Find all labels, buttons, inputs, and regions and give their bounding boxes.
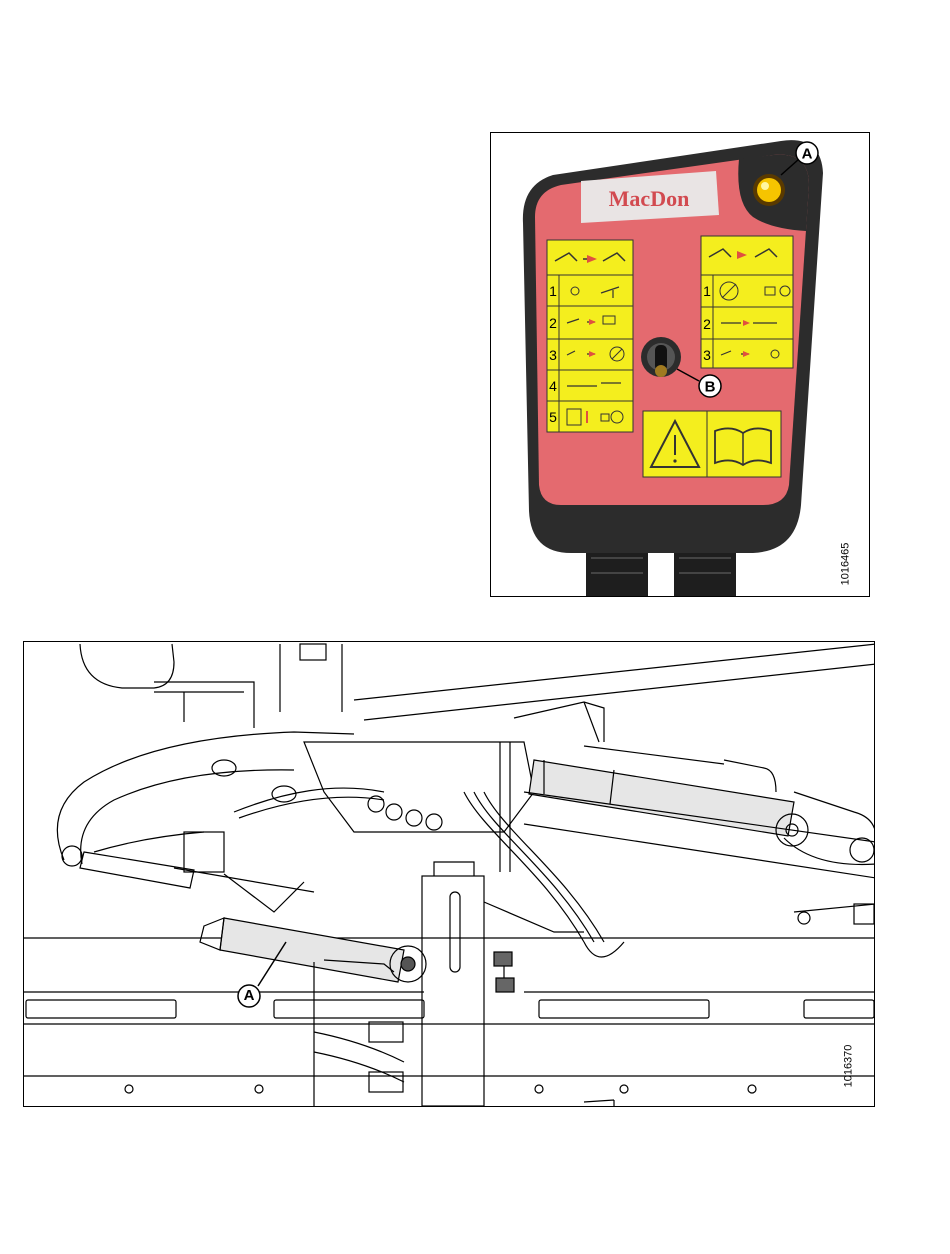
left-row-number: 1 xyxy=(549,283,557,299)
right-row-number: 2 xyxy=(703,316,711,332)
indicator-lamp xyxy=(757,178,781,202)
control-box-illustration: A MacDon xyxy=(491,133,870,597)
warning-decal xyxy=(643,411,781,477)
left-row-number: 5 xyxy=(549,409,557,425)
callout-a-top: A xyxy=(802,146,813,163)
callout-b: B xyxy=(705,379,716,396)
right-row-number: 3 xyxy=(703,347,711,363)
hydraulic-assembly-illustration xyxy=(24,642,875,1107)
figure-id-bottom: 1016370 xyxy=(842,1045,854,1088)
control-box-figure: A MacDon xyxy=(490,132,870,597)
left-row-number: 4 xyxy=(549,378,557,394)
hydraulic-assembly-figure: A 1016370 xyxy=(23,641,875,1107)
right-row-number: 1 xyxy=(703,283,711,299)
figure-id-top: 1016465 xyxy=(839,543,851,586)
left-row-number: 2 xyxy=(549,315,557,331)
right-decal xyxy=(701,236,793,368)
toggle-switch[interactable] xyxy=(641,337,681,377)
callout-a-bottom: A xyxy=(238,987,260,1004)
left-row-number: 3 xyxy=(549,347,557,363)
left-decal xyxy=(547,240,633,432)
brand-logo: MacDon xyxy=(609,186,690,211)
